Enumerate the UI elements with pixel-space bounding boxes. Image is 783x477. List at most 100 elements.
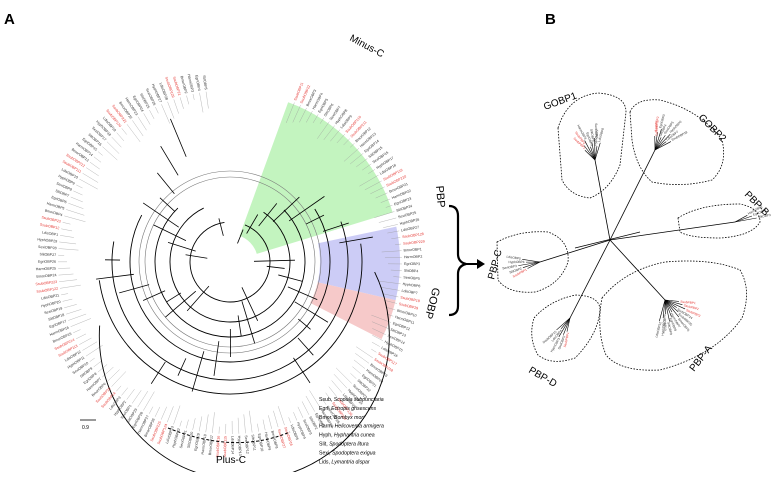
leaf-branch	[354, 360, 365, 369]
internal-branch	[160, 198, 175, 212]
internal-branch	[96, 274, 134, 279]
leaf-label: SsubOBP229	[403, 240, 425, 246]
legend-entry: Sexi, Spodoptera exigua	[319, 450, 376, 456]
leaf-branch	[73, 330, 80, 333]
pbp-d-label: PBP-D	[527, 365, 559, 390]
leaf-label: HyphOBP6	[402, 282, 420, 288]
leaf-branch	[61, 294, 68, 295]
internal-branch	[278, 275, 302, 281]
leaf-branch	[193, 94, 194, 100]
leaf-branch	[143, 392, 154, 411]
leaf-label: EgriOBP26	[38, 260, 56, 264]
leaf-branch	[263, 420, 265, 431]
tip-branch	[595, 146, 597, 160]
leaf-label: SlitOBP20	[187, 431, 195, 448]
leaf-branch	[71, 197, 83, 202]
internal-branch	[167, 293, 181, 302]
leaf-branch	[60, 285, 81, 288]
leaf-label: EgriOBP4	[194, 75, 201, 91]
pbp-b-outline	[678, 204, 760, 238]
clade-branch	[540, 240, 610, 262]
tip-label: HyphOBP4	[509, 260, 525, 264]
leaf-branch	[161, 104, 169, 123]
leaf-branch	[206, 414, 209, 432]
leaf-branch	[76, 185, 82, 188]
leaf-branch	[76, 334, 86, 339]
internal-branch	[238, 315, 241, 336]
leaf-branch	[68, 314, 86, 320]
selection-bracket	[449, 206, 466, 315]
internal-branch	[178, 358, 186, 375]
tip-branch	[735, 216, 752, 222]
legend-entry: Ssub, Scopula subpunctaria	[319, 397, 384, 403]
leaf-branch	[174, 99, 179, 113]
leaf-branch	[66, 210, 84, 216]
internal-branch	[254, 260, 295, 261]
leaf-branch	[107, 142, 119, 154]
leaf-branch	[59, 280, 77, 282]
leaf-branch	[371, 349, 376, 352]
internal-branch	[170, 119, 186, 157]
leaf-label: LdisOBP21	[41, 293, 60, 300]
leaf-branch	[112, 137, 122, 147]
leaf-branch	[63, 222, 71, 224]
minus-c-sector	[240, 102, 393, 254]
leaf-label: SexiOBP5	[403, 275, 420, 280]
panel-a-label: A	[4, 11, 15, 28]
leaf-branch	[352, 367, 360, 374]
leaf-branch	[138, 117, 147, 131]
leaf-branch	[289, 417, 291, 423]
internal-branch	[161, 146, 178, 175]
legend-entry: Egri, Ectropis grisescens	[319, 406, 376, 412]
leaf-branch	[298, 407, 303, 418]
leaf-label: SsubOBP223	[35, 280, 57, 286]
leaf-branch	[356, 347, 373, 358]
internal-branch	[288, 287, 317, 300]
leaf-label: SsubOBP128	[402, 232, 424, 239]
leaf-branch	[112, 371, 126, 386]
internal-branch	[143, 291, 165, 301]
leaf-branch	[94, 361, 101, 366]
leaf-branch	[278, 406, 284, 425]
leaf-branch	[64, 216, 85, 222]
leaf-branch	[149, 407, 153, 414]
leaf-branch	[149, 110, 154, 119]
leaf-branch	[61, 229, 72, 231]
leaf-branch	[121, 388, 127, 396]
leaf-branch	[273, 411, 278, 427]
leaf-label: BmorOBP1	[403, 247, 421, 252]
pbp-c-label: PBP-C	[486, 248, 505, 280]
internal-branch	[186, 255, 208, 259]
leaf-branch	[71, 318, 91, 326]
leaf-branch	[127, 389, 135, 399]
leaf-branch	[90, 358, 95, 361]
leaf-branch	[90, 162, 100, 169]
leaf-branch	[82, 342, 97, 351]
internal-branch	[219, 218, 223, 235]
tree-b-leaf-labels: SsubPBP1SsubPBP2HarmOBP3EgriOBP4SlitOBP5…	[502, 114, 771, 353]
leaf-label: SexiOBP28	[38, 245, 57, 250]
leaf-branch	[249, 411, 252, 433]
leaf-label: SexiOBP12	[244, 435, 250, 454]
leaf-branch	[79, 338, 91, 345]
panel-b-unrooted-tree: SsubPBP1SsubPBP2HarmOBP3EgriOBP4SlitOBP5…	[497, 93, 771, 370]
leaf-branch	[293, 412, 297, 420]
leaf-branch	[73, 191, 82, 195]
leaf-branch	[186, 420, 188, 429]
leaf-branch	[98, 152, 103, 156]
clade-branch	[610, 150, 655, 240]
leaf-branch	[199, 416, 202, 431]
leaf-branch	[332, 380, 342, 392]
clade-branch	[570, 240, 610, 318]
leaf-branch	[94, 157, 101, 163]
leaf-branch	[63, 299, 73, 301]
internal-branch	[242, 301, 255, 343]
leaf-branch	[127, 124, 140, 142]
legend-entry: Slit, Spodoptera litura	[319, 442, 369, 448]
internal-branch	[293, 358, 310, 383]
leaf-label: HarmOBP9	[264, 432, 272, 451]
internal-branch	[157, 173, 174, 194]
leaf-label: BmorOBP24	[36, 273, 56, 279]
clade-branch	[610, 222, 735, 240]
